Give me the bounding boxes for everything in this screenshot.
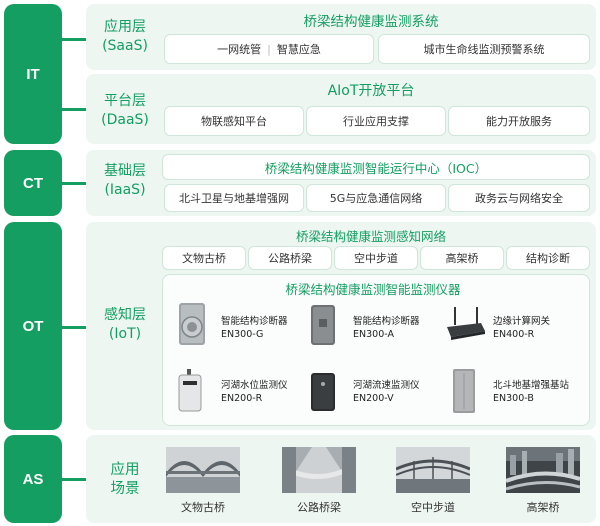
connector-iaas — [62, 182, 86, 185]
device-en200r-label: 河湖水位监测仪 EN200-R — [221, 380, 288, 404]
daas-title: AIoT开放平台 — [327, 83, 415, 99]
daas-box-open-service: 能力开放服务 — [448, 106, 590, 136]
saas-box-lifeline: 城市生命线监测预警系统 — [378, 34, 590, 64]
instrument-frame: 桥梁结构健康监测智能监测仪器 智能结构诊断器 EN300-G 智能结构诊断器 E… — [162, 274, 590, 426]
device-en300g-image — [179, 303, 205, 345]
device-en300g-label: 智能结构诊断器 EN300-G — [221, 316, 288, 340]
connector-scenes — [62, 478, 86, 481]
device-en200v-label: 河湖流速监测仪 EN200-V — [353, 380, 420, 404]
connector-daas — [62, 108, 86, 111]
device-en300a-image — [311, 305, 335, 345]
device-en300b-label: 北斗地基增强基站 EN300-B — [493, 380, 570, 404]
scenes-layer-name: 应用 场景 — [110, 462, 140, 497]
saas-box-unified: 一网统管 | 智慧应急 — [164, 34, 374, 64]
saas-layer-name: 应用层 (SaaS) — [102, 19, 148, 54]
device-en400r-label: 边缘计算网关 EN400-R — [493, 316, 551, 340]
device-en300a-label: 智能结构诊断器 EN300-A — [353, 316, 420, 340]
scene-heritage-label: 文物古桥 — [181, 501, 225, 514]
tab-ot: OT — [4, 222, 62, 430]
iaas-title-box: 桥梁结构健康监测智能运行中心（IOC） — [162, 154, 590, 180]
iot-panel: 感知层 (IoT) 桥梁结构健康监测感知网络 文物古桥 公路桥梁 空中步道 高架… — [86, 222, 596, 430]
scene-viaduct-label: 高架桥 — [526, 501, 560, 514]
device-en400r-image — [447, 307, 485, 340]
device-en300b-image — [453, 369, 475, 413]
connector-saas — [62, 38, 86, 41]
scenes-panel: 应用 场景 文物古桥 公路桥梁 空中步道 高架桥 — [86, 435, 596, 523]
iot-item-skywalk: 空中步道 — [334, 246, 418, 270]
iot-item-viaduct: 高架桥 — [420, 246, 504, 270]
iot-title: 桥梁结构健康监测感知网络 — [295, 229, 446, 244]
divider: | — [267, 42, 271, 56]
iaas-panel: 基础层 (IaaS) 桥梁结构健康监测智能运行中心（IOC） 北斗卫星与地基增强… — [86, 150, 596, 216]
scene-viaduct-image — [506, 447, 580, 493]
daas-box-iot-platform: 物联感知平台 — [164, 106, 304, 136]
tab-as: AS — [4, 435, 62, 523]
iaas-box-beidou: 北斗卫星与地基增强网 — [164, 184, 304, 212]
scene-skywalk-image — [396, 447, 470, 493]
iot-layer-name: 感知层 (IoT) — [104, 307, 146, 342]
instrument-title: 桥梁结构健康监测智能监测仪器 — [285, 282, 461, 297]
device-en200r-image — [178, 369, 202, 412]
scene-heritage-image — [166, 447, 240, 493]
iaas-box-5g: 5G与应急通信网络 — [306, 184, 446, 212]
iot-item-heritage: 文物古桥 — [162, 246, 246, 270]
tab-ct: CT — [4, 150, 62, 216]
iot-item-highway: 公路桥梁 — [248, 246, 332, 270]
scene-highway-image — [282, 447, 356, 493]
device-en200v-image — [311, 373, 335, 411]
iot-item-diagnosis: 结构诊断 — [506, 246, 590, 270]
scene-skywalk-label: 空中步道 — [411, 501, 455, 514]
scene-highway-label: 公路桥梁 — [297, 501, 341, 514]
iaas-layer-name: 基础层 (IaaS) — [104, 163, 146, 198]
saas-title: 桥梁结构健康监测系统 — [303, 14, 439, 30]
saas-panel: 应用层 (SaaS) 桥梁结构健康监测系统 一网统管 | 智慧应急 城市生命线监… — [86, 4, 596, 70]
daas-panel: 平台层 (DaaS) AIoT开放平台 物联感知平台 行业应用支撑 能力开放服务 — [86, 74, 596, 144]
connector-iot — [62, 326, 86, 329]
iaas-box-cloud: 政务云与网络安全 — [448, 184, 590, 212]
daas-layer-name: 平台层 (DaaS) — [101, 93, 149, 128]
tab-it: IT — [4, 4, 62, 144]
daas-box-industry: 行业应用支撑 — [306, 106, 446, 136]
